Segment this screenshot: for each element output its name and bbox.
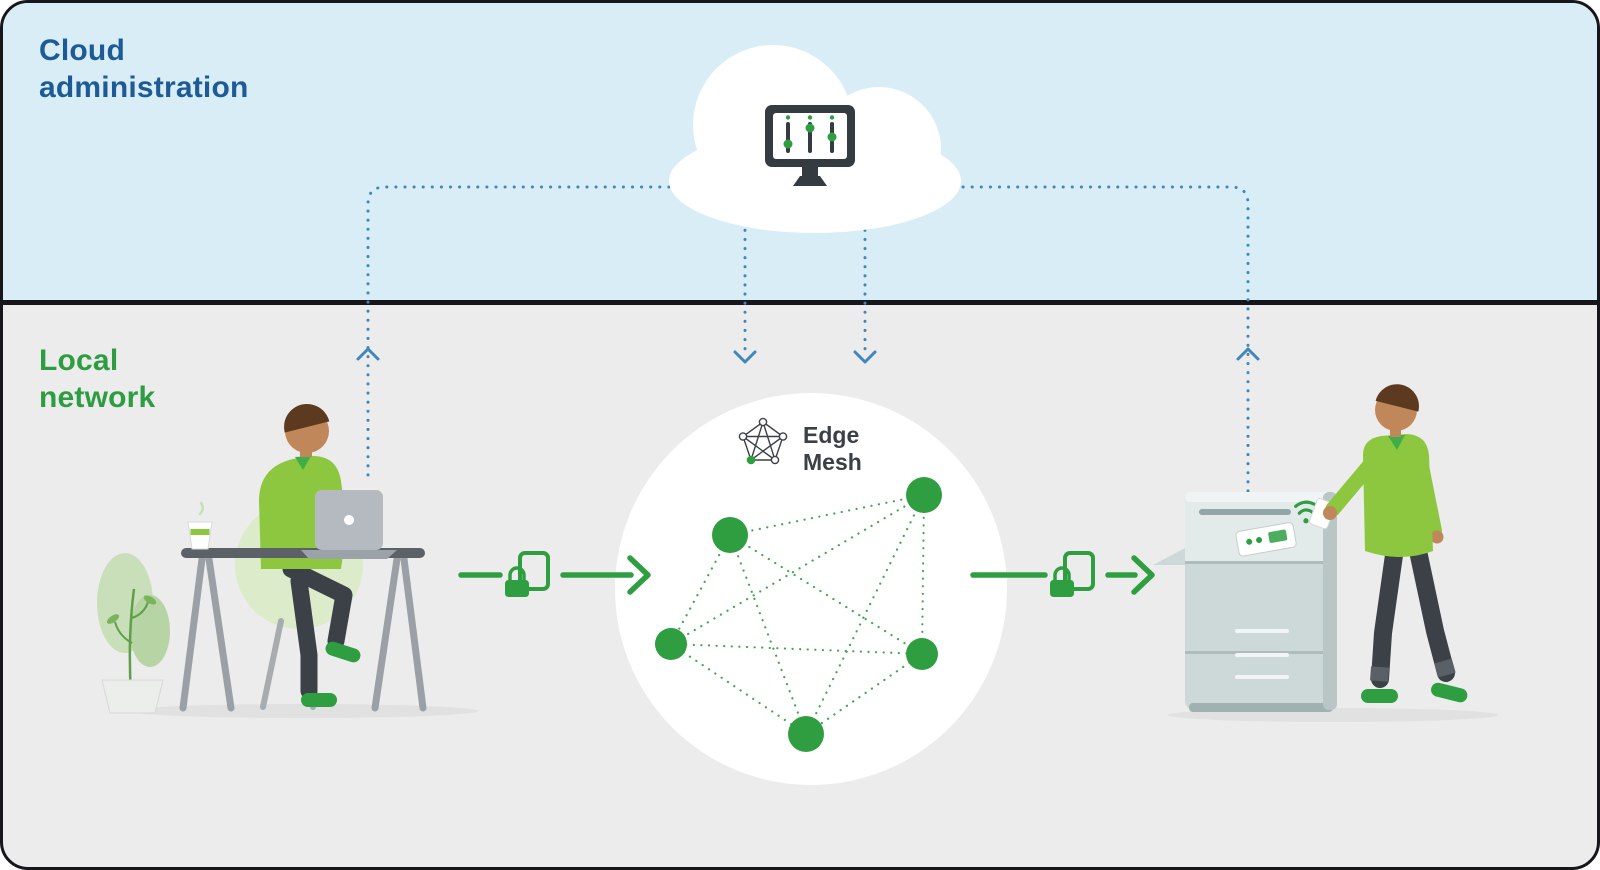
coffee-cup — [187, 501, 213, 550]
front-leg — [1371, 539, 1404, 688]
arrowhead-down-right-icon — [853, 350, 877, 364]
shoes — [301, 641, 361, 707]
scanner-slot — [1199, 509, 1291, 515]
back-hand — [1430, 530, 1444, 544]
secure-flow-laptop-to-mesh — [458, 551, 651, 597]
arrowhead-down-left-icon — [733, 350, 757, 364]
arrowhead-up-right-icon — [1236, 347, 1260, 361]
printer — [1153, 492, 1337, 712]
back-leg — [1409, 542, 1455, 682]
diagram-scene — [97, 45, 1498, 785]
collar — [1388, 435, 1405, 450]
desk — [179, 548, 427, 712]
front-hand — [1323, 506, 1337, 520]
cloud-zone-label: Cloud administration — [39, 34, 249, 104]
mesh-node — [906, 638, 938, 670]
lower-leg — [290, 572, 318, 700]
edge-mesh-network-icon — [738, 417, 788, 465]
cuff — [1370, 666, 1389, 682]
torso — [1363, 434, 1433, 557]
plant-pot — [101, 679, 164, 714]
floor-shadow-left — [128, 704, 478, 718]
hair — [284, 404, 330, 433]
mesh-node — [655, 628, 687, 660]
mesh-node — [788, 716, 824, 752]
mesh-nodes — [655, 477, 942, 752]
mesh-node — [906, 477, 942, 513]
secure-flow-mesh-to-printer — [970, 551, 1155, 597]
plant — [97, 553, 170, 714]
mesh-links — [669, 493, 926, 736]
cuff — [1434, 658, 1456, 678]
admin-console-monitor-icon — [765, 105, 855, 186]
control-panel — [1235, 522, 1297, 557]
laptop-to-cloud-connection — [366, 185, 691, 477]
edge-mesh-logo-label: Edge Mesh — [803, 422, 862, 476]
laptop — [301, 490, 397, 559]
printer-output-tray — [1153, 547, 1187, 565]
secure-document-lock-icon — [505, 551, 550, 597]
mesh-node — [712, 517, 748, 553]
arrowhead-up-left-icon — [356, 347, 380, 361]
collar — [295, 456, 311, 470]
hair — [1375, 384, 1419, 412]
shoes — [1361, 682, 1468, 703]
drawer-handles — [1235, 629, 1289, 679]
printer-to-cloud-connection — [925, 185, 1250, 493]
secure-document-lock-icon — [1050, 551, 1095, 597]
front-arm — [1325, 451, 1383, 517]
mesh-network — [655, 477, 942, 752]
crossed-leg — [282, 560, 353, 650]
local-zone-label: Local network — [39, 344, 156, 414]
standing-person — [1309, 384, 1468, 703]
